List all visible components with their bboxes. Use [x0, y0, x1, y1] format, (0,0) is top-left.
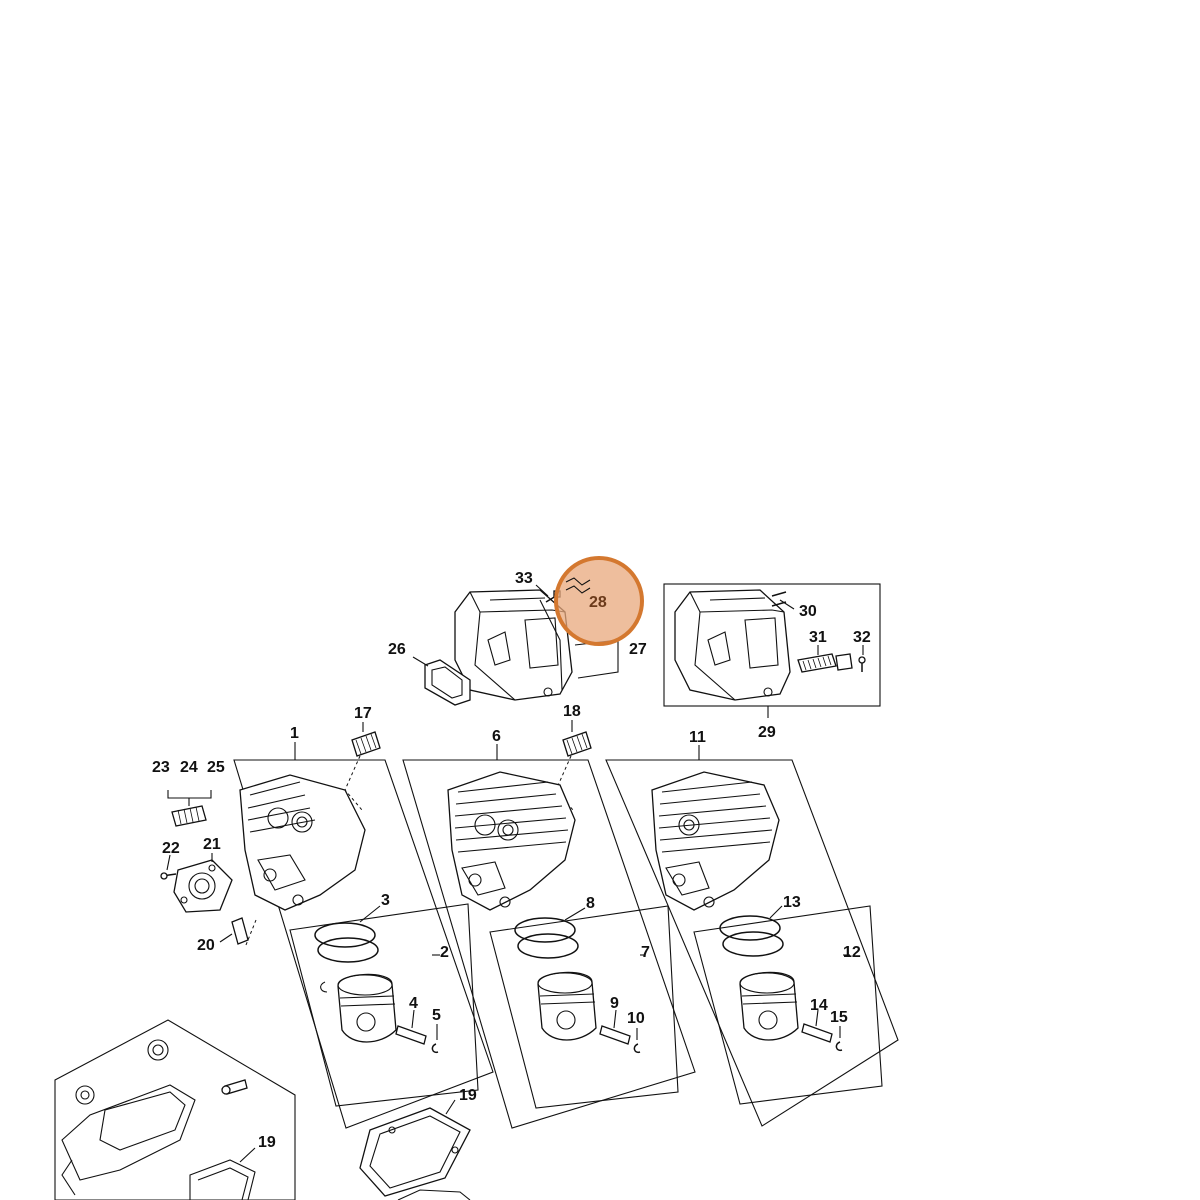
circlip-15-icon [835, 1041, 843, 1052]
label-22[interactable]: 22 [162, 840, 180, 857]
piston-pin-14-icon[interactable] [801, 1023, 833, 1043]
leader-lines [166, 584, 864, 1163]
label-14[interactable]: 14 [810, 997, 828, 1014]
label-18[interactable]: 18 [563, 703, 581, 720]
label-5[interactable]: 5 [432, 1007, 441, 1024]
label-6[interactable]: 6 [492, 728, 501, 745]
screw-20-icon[interactable] [231, 917, 257, 946]
label-28[interactable]: 28 [589, 594, 607, 611]
circlip-icon [320, 981, 328, 993]
cylinder-icon[interactable] [651, 771, 780, 911]
screw-32-icon[interactable] [858, 656, 866, 672]
label-32[interactable]: 32 [853, 629, 871, 646]
label-25[interactable]: 25 [207, 759, 225, 776]
label-24[interactable]: 24 [180, 759, 198, 776]
label-20[interactable]: 20 [197, 937, 215, 954]
crankcase-part-icon [397, 1189, 471, 1200]
highlight-circle [554, 556, 644, 646]
cylinder-icon[interactable] [447, 771, 576, 911]
cylinder-kit-11-outline [605, 759, 899, 1127]
cylinder-icon[interactable] [239, 774, 366, 911]
bracket-23-25-icon [167, 790, 212, 806]
valve-icon[interactable] [171, 805, 207, 827]
cylinder-kit-1-outline [233, 759, 494, 1129]
gasket-icon[interactable] [189, 1159, 256, 1200]
piston-pin-4-icon[interactable] [395, 1025, 427, 1045]
label-23[interactable]: 23 [152, 759, 170, 776]
circlip-5-icon [431, 1043, 439, 1054]
label-1[interactable]: 1 [290, 725, 299, 742]
label-4[interactable]: 4 [409, 995, 418, 1012]
piston-rings-icon[interactable] [314, 922, 379, 963]
label-27[interactable]: 27 [629, 641, 647, 658]
piston-icon[interactable] [337, 973, 397, 1043]
label-21[interactable]: 21 [203, 836, 221, 853]
label-17[interactable]: 17 [354, 705, 372, 722]
piston-kit-7-outline [489, 905, 679, 1109]
label-30[interactable]: 30 [799, 603, 817, 620]
label-19-left[interactable]: 19 [258, 1134, 276, 1151]
label-12[interactable]: 12 [843, 944, 861, 961]
highlight-marker[interactable]: 28 [554, 556, 644, 646]
label-31[interactable]: 31 [809, 629, 827, 646]
spring-28-icon [565, 577, 591, 594]
label-7[interactable]: 7 [641, 944, 650, 961]
label-29[interactable]: 29 [758, 724, 776, 741]
crankcase-kit-outline [54, 1019, 296, 1200]
label-26[interactable]: 26 [388, 641, 406, 658]
part-labels: 33 27 26 30 31 32 29 17 18 1 6 11 23 24 … [152, 570, 871, 1151]
piston-icon[interactable] [537, 971, 597, 1041]
piston-kit-2-outline [289, 903, 479, 1107]
label-10[interactable]: 10 [627, 1010, 645, 1027]
muffler-kit-box [663, 583, 881, 707]
label-3[interactable]: 3 [381, 892, 390, 909]
piston-icon[interactable] [739, 971, 799, 1041]
label-8[interactable]: 8 [586, 895, 595, 912]
label-15[interactable]: 15 [830, 1009, 848, 1026]
spark-plug-icon[interactable] [344, 731, 381, 811]
crankcase-icon[interactable] [61, 1039, 248, 1196]
spark-arrestor-31-icon[interactable] [797, 653, 853, 673]
gasket-icon[interactable] [359, 1107, 471, 1197]
piston-rings-icon[interactable] [514, 917, 579, 959]
intake-flange-21-icon[interactable] [173, 859, 233, 913]
label-2[interactable]: 2 [440, 944, 449, 961]
circlip-10-icon [633, 1043, 641, 1054]
piston-rings-icon[interactable] [719, 915, 784, 957]
piston-pin-9-icon[interactable] [599, 1025, 631, 1045]
label-11[interactable]: 11 [689, 729, 706, 746]
gasket-icon[interactable] [424, 659, 471, 706]
label-33[interactable]: 33 [515, 570, 533, 587]
muffler-icon[interactable] [674, 589, 791, 701]
label-9[interactable]: 9 [610, 995, 619, 1012]
piston-kit-12-outline [693, 905, 883, 1105]
screw-22-icon[interactable] [160, 872, 177, 880]
cylinder-kit-6-outline [402, 759, 696, 1129]
label-13[interactable]: 13 [783, 894, 801, 911]
label-19-right[interactable]: 19 [459, 1087, 477, 1104]
